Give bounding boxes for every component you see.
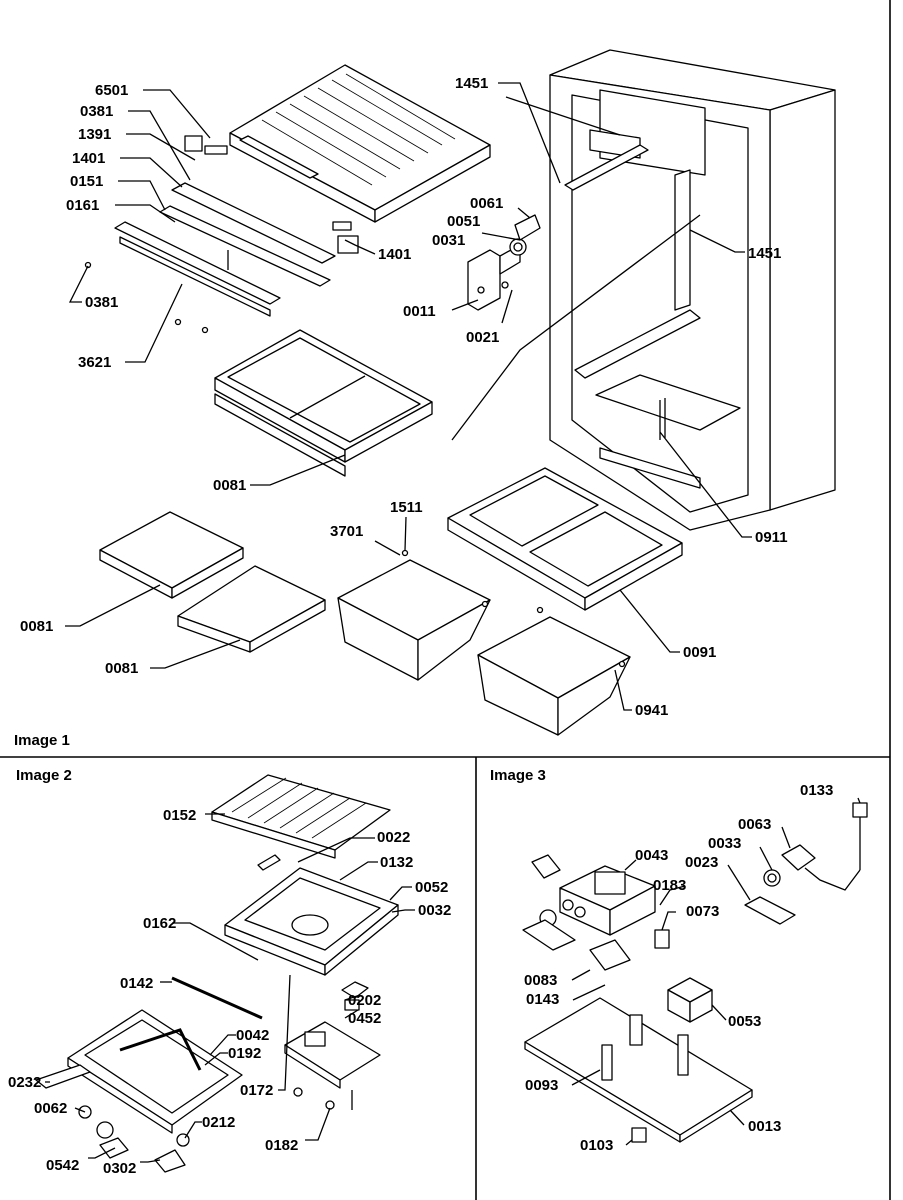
- label-0142: 0142: [120, 975, 153, 992]
- image3-panel: Image 3: [490, 767, 868, 1154]
- label-0013: 0013: [748, 1118, 781, 1135]
- label-3621: 3621: [78, 354, 111, 371]
- lower-shelf-part: [99, 511, 326, 653]
- caption-image2: Image 2: [16, 767, 72, 784]
- label-6501: 6501: [95, 82, 128, 99]
- shelf-part: [214, 329, 433, 477]
- label-0081: 0081: [105, 660, 138, 677]
- label-0053: 0053: [728, 1013, 761, 1030]
- label-0061: 0061: [470, 195, 503, 212]
- label-0172: 0172: [240, 1082, 273, 1099]
- label-0083: 0083: [524, 972, 557, 989]
- image2-panel: Image 2: [8, 767, 451, 1177]
- label-0081: 0081: [213, 477, 246, 494]
- label-0062: 0062: [34, 1100, 67, 1117]
- crisper-drawer-part: [337, 559, 631, 736]
- evaporator-cover-part: [224, 854, 399, 1011]
- label-0073: 0073: [686, 903, 719, 920]
- label-0063: 0063: [738, 816, 771, 833]
- label-0302: 0302: [103, 1160, 136, 1177]
- label-1511: 1511: [390, 499, 423, 516]
- freezer-shelf-part: [211, 774, 391, 859]
- label-0143: 0143: [526, 991, 559, 1008]
- label-1451: 1451: [748, 245, 781, 262]
- label-0042: 0042: [236, 1027, 269, 1044]
- label-0081: 0081: [20, 618, 53, 635]
- label-0023: 0023: [685, 854, 718, 871]
- image3-labels: 0133 0063 0033 0043 0023 0183 0073 0083 …: [524, 782, 833, 1154]
- label-0103: 0103: [580, 1137, 613, 1154]
- sensor-part: [804, 802, 868, 891]
- label-0452: 0452: [348, 1010, 381, 1027]
- image1-labels: 6501 0381 1391 1401 0151 0161 0381 3621 …: [20, 75, 788, 719]
- label-0132: 0132: [380, 854, 413, 871]
- label-0133: 0133: [800, 782, 833, 799]
- cabinet-part: [549, 49, 836, 531]
- label-0091: 0091: [683, 644, 716, 661]
- label-0911: 0911: [755, 529, 788, 546]
- damper-part: [744, 844, 816, 925]
- label-0052: 0052: [415, 879, 448, 896]
- label-0093: 0093: [525, 1077, 558, 1094]
- label-0162: 0162: [143, 915, 176, 932]
- label-0212: 0212: [202, 1114, 235, 1131]
- motor-part: [667, 977, 713, 1023]
- label-0182: 0182: [265, 1137, 298, 1154]
- label-0381: 0381: [80, 103, 113, 120]
- label-0183: 0183: [653, 877, 686, 894]
- label-0051: 0051: [447, 213, 480, 230]
- fan-motor-assembly-part: [284, 1021, 381, 1110]
- label-0941: 0941: [635, 702, 668, 719]
- image2-labels: 0152 0022 0132 0052 0032 0162 0142 0202 …: [8, 807, 451, 1177]
- label-0033: 0033: [708, 835, 741, 852]
- image1-panel: 6501 0381 1391 1401 0151 0161 0381 3621 …: [14, 49, 836, 749]
- label-0202: 0202: [348, 992, 381, 1009]
- label-1401: 1401: [72, 150, 105, 167]
- label-1451: 1451: [455, 75, 488, 92]
- damper-bracket-part: [467, 214, 541, 311]
- label-0021: 0021: [466, 329, 499, 346]
- label-0161: 0161: [66, 197, 99, 214]
- label-1391: 1391: [78, 126, 111, 143]
- label-0022: 0022: [377, 829, 410, 846]
- label-3701: 3701: [330, 523, 363, 540]
- label-0011: 0011: [403, 303, 436, 320]
- label-1401: 1401: [378, 246, 411, 263]
- caption-image1: Image 1: [14, 732, 70, 749]
- label-0542: 0542: [46, 1157, 79, 1174]
- base-plate-part: [524, 997, 753, 1143]
- image3-leaders: [571, 797, 861, 1146]
- image1-leaders: [65, 82, 752, 711]
- top-cover-part: [229, 64, 491, 223]
- label-0232: 0232: [8, 1074, 41, 1091]
- label-0043: 0043: [635, 847, 668, 864]
- label-0032: 0032: [418, 902, 451, 919]
- control-housing-part: [522, 854, 670, 971]
- label-0031: 0031: [432, 232, 465, 249]
- caption-image3: Image 3: [490, 767, 546, 784]
- drain-tray-part: [35, 1009, 243, 1173]
- label-0192: 0192: [228, 1045, 261, 1062]
- label-0152: 0152: [163, 807, 196, 824]
- label-0151: 0151: [70, 173, 103, 190]
- crisper-cover-part: [447, 467, 683, 611]
- label-0381: 0381: [85, 294, 118, 311]
- image2-leaders: [45, 813, 415, 1163]
